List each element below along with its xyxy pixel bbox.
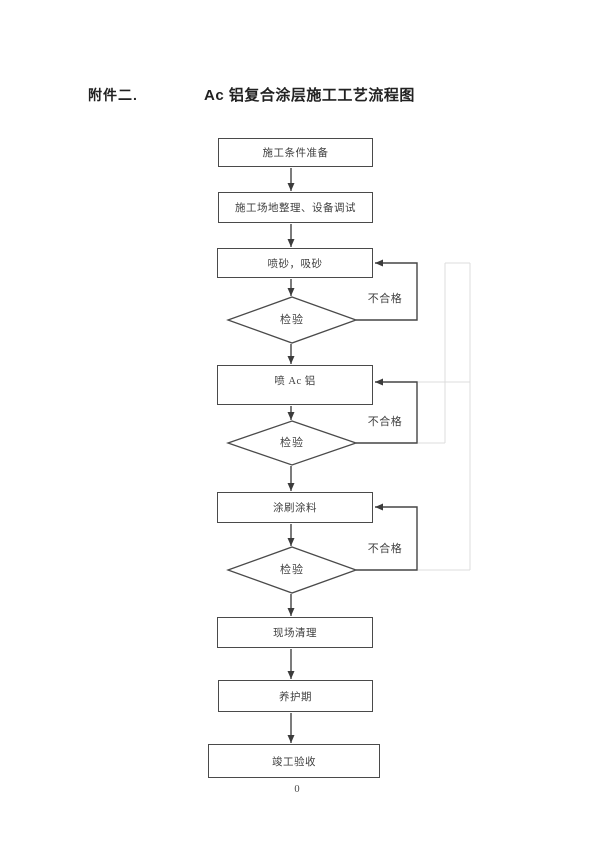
attachment-label: 附件二.	[88, 87, 138, 103]
flow-step-site-cleanup: 现场清理	[217, 617, 373, 648]
flow-step-spray-ac-aluminum: 喷 Ac 铝	[217, 365, 373, 405]
decision-label-inspection-3: 检验	[280, 564, 304, 576]
flow-step-site-equipment-setup: 施工场地整理、设备调试	[218, 192, 373, 223]
flow-step-curing-period: 养护期	[218, 680, 373, 712]
page-title: Ac 铝复合涂层施工工艺流程图	[204, 87, 415, 104]
flow-step-paint-coating: 涂刷涂料	[217, 492, 373, 523]
flow-step-construction-prep: 施工条件准备	[218, 138, 373, 167]
flow-step-sandblasting: 喷砂，吸砂	[217, 248, 373, 278]
fail-label-3: 不合格	[367, 543, 403, 555]
decision-label-inspection-2: 检验	[280, 437, 304, 449]
decision-label-inspection-1: 检验	[280, 314, 304, 326]
fail-label-1: 不合格	[367, 293, 403, 305]
fail-label-2: 不合格	[367, 416, 403, 428]
page-number: 0	[294, 784, 300, 795]
flow-step-completion-acceptance: 竣工验收	[208, 744, 380, 778]
